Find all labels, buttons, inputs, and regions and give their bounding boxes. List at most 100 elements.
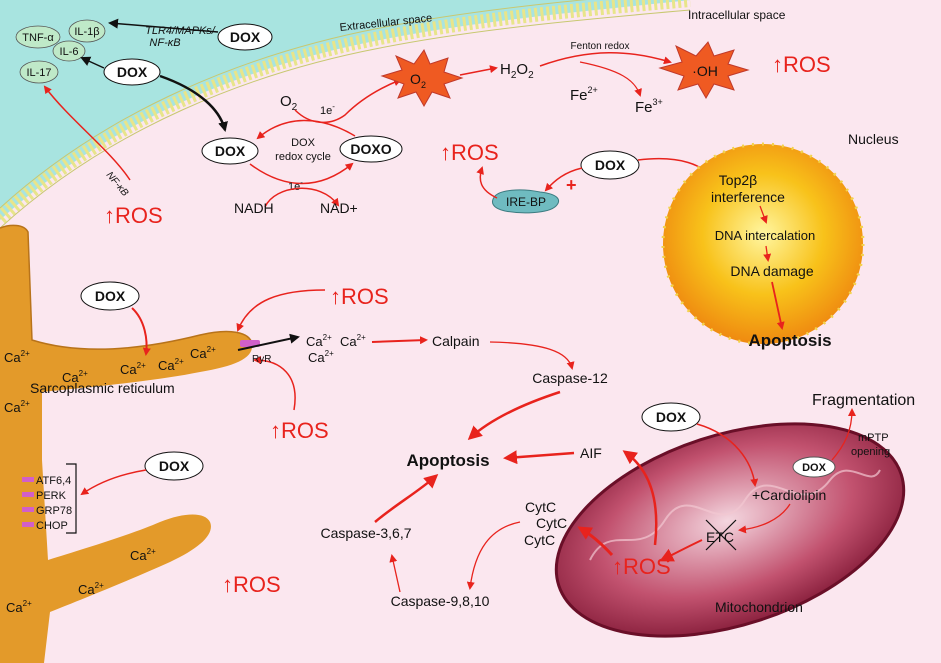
svg-text:DOX: DOX xyxy=(159,458,190,474)
svg-text:DOX: DOX xyxy=(656,409,687,425)
svg-text:IL-1β: IL-1β xyxy=(74,26,99,38)
redox-label-2: redox cycle xyxy=(275,151,331,163)
svg-text:IL-6: IL-6 xyxy=(60,46,79,58)
er-stress-markers: ATF6,4 PERK GRP78 CHOP xyxy=(22,475,72,532)
apoptosis-nuclear: Apoptosis xyxy=(748,331,831,350)
dox-redox: DOX xyxy=(201,137,259,165)
svg-text:Ca2+: Ca2+ xyxy=(130,547,156,563)
caspase9810-label: Caspase-9,8,10 xyxy=(391,593,490,609)
nad-label: NAD+ xyxy=(320,200,358,216)
nfkb-top-label: NF-κB xyxy=(149,37,180,49)
superoxide-burst xyxy=(380,48,464,108)
svg-text:Ca2+: Ca2+ xyxy=(78,581,104,597)
cytokine-il1b: IL-1β xyxy=(68,19,106,43)
nucleus-label: Nucleus xyxy=(848,131,899,147)
mptp-line1: mPTP xyxy=(858,432,889,444)
ros-membrane: ↑ROS xyxy=(104,203,163,228)
svg-text:Ca2+: Ca2+ xyxy=(120,361,146,377)
svg-text:ATF6,4: ATF6,4 xyxy=(36,475,71,487)
dox-extracellular-mid: DOX xyxy=(103,58,161,86)
svg-text:DOX: DOX xyxy=(230,29,261,45)
fenton-label: Fenton redox xyxy=(571,41,630,52)
sr-label: Sarcoplasmic reticulum xyxy=(30,380,175,396)
svg-text:CytC: CytC xyxy=(525,499,556,515)
hydroxyl-burst xyxy=(658,41,750,100)
ryr-label: RyR xyxy=(252,354,271,365)
sarcoplasmic-reticulum xyxy=(0,225,253,663)
irebp-shape xyxy=(492,189,560,214)
dna-damage: DNA damage xyxy=(730,263,813,279)
plus-sign: + xyxy=(566,175,577,195)
svg-text:Ca2+: Ca2+ xyxy=(4,399,30,415)
ros-cytosol: ↑ROS xyxy=(222,572,281,597)
svg-text:Ca2+: Ca2+ xyxy=(4,349,30,365)
svg-text:CHOP: CHOP xyxy=(36,520,68,532)
electron-bottom: 1e- xyxy=(288,178,303,193)
svg-text:Ca2+: Ca2+ xyxy=(308,349,334,365)
doxo: DOXO xyxy=(339,135,403,163)
svg-text:IL-17: IL-17 xyxy=(26,67,51,79)
etc-label: ETC xyxy=(706,529,734,545)
electron-top: 1e- xyxy=(320,102,335,117)
svg-text:Ca2+: Ca2+ xyxy=(190,345,216,361)
fragmentation-label: Fragmentation xyxy=(812,392,915,409)
extracellular-space xyxy=(0,0,690,220)
svg-text:PERK: PERK xyxy=(36,490,67,502)
svg-text:DOX: DOX xyxy=(595,157,626,173)
svg-text:CytC: CytC xyxy=(524,532,555,548)
dox-nuclear: DOX xyxy=(580,150,640,180)
svg-text:GRP78: GRP78 xyxy=(36,505,72,517)
nucleus xyxy=(661,142,865,346)
cardiolipin-label: +Cardiolipin xyxy=(752,487,826,503)
top2b-line1: Top2β xyxy=(719,172,757,188)
caspase12-label: Caspase-12 xyxy=(532,370,608,386)
calpain-label: Calpain xyxy=(432,333,479,349)
top2b-line2: interference xyxy=(711,189,785,205)
tlr-label: TLR4/MAPKs/ xyxy=(145,25,216,37)
ros-irebp: ↑ROS xyxy=(440,140,499,165)
apoptosis-central: Apoptosis xyxy=(406,451,489,470)
fe3-label: Fe3+ xyxy=(635,97,663,116)
cell-membrane xyxy=(0,0,691,224)
cytosol-calcium-ions: Ca2+ Ca2+ Ca2+ xyxy=(306,333,366,365)
superoxide-label: O2 xyxy=(410,71,426,90)
svg-text:Ca2+: Ca2+ xyxy=(306,333,332,349)
svg-text:DOX: DOX xyxy=(215,143,246,159)
intracellular-label: Intracellular space xyxy=(688,8,786,22)
svg-text:Ca2+: Ca2+ xyxy=(158,357,184,373)
cytokine-tnf: TNF-α xyxy=(15,25,61,49)
sr-calcium-ions: Ca2+ Ca2+ Ca2+ Ca2+ Ca2+ Ca2+ Ca2+ Ca2+ … xyxy=(4,345,216,615)
svg-text:DOX: DOX xyxy=(802,462,827,474)
dox-er-stress: DOX xyxy=(144,451,204,481)
cytokine-il6: IL-6 xyxy=(52,40,86,62)
dox-extracellular-top: DOX xyxy=(217,23,273,51)
ros-sr-bottom: ↑ROS xyxy=(270,418,329,443)
dox-mito-inner: DOX xyxy=(792,456,836,478)
svg-text:DOX: DOX xyxy=(117,64,148,80)
h2o2-label: H2O2 xyxy=(500,61,534,81)
o2-label: O2 xyxy=(280,93,298,113)
mito-label: Mitochondrion xyxy=(715,599,803,615)
cytochrome-c-group: CytC CytC CytC xyxy=(524,499,567,548)
ryr-channel xyxy=(240,340,260,347)
redox-label-1: DOX xyxy=(291,137,316,149)
svg-text:TNF-α: TNF-α xyxy=(22,32,54,44)
mitochondrion xyxy=(554,422,906,638)
dox-mito-top: DOX xyxy=(641,402,701,432)
svg-text:DOXO: DOXO xyxy=(350,141,391,157)
nadh-label: NADH xyxy=(234,200,274,216)
svg-text:Ca2+: Ca2+ xyxy=(62,369,88,385)
hydroxyl-label: ·OH xyxy=(692,63,718,79)
mptp-line2: opening xyxy=(851,446,890,458)
dna-intercalation: DNA intercalation xyxy=(715,228,815,243)
svg-text:CytC: CytC xyxy=(536,515,567,531)
svg-text:Ca2+: Ca2+ xyxy=(6,599,32,615)
svg-text:DOX: DOX xyxy=(95,288,126,304)
fe2-label: Fe2+ xyxy=(570,85,598,104)
ros-mito: ↑ROS xyxy=(612,554,671,579)
caspase367-label: Caspase-3,6,7 xyxy=(320,525,411,541)
dox-sr: DOX xyxy=(80,281,140,311)
ros-sr-top: ↑ROS xyxy=(330,284,389,309)
